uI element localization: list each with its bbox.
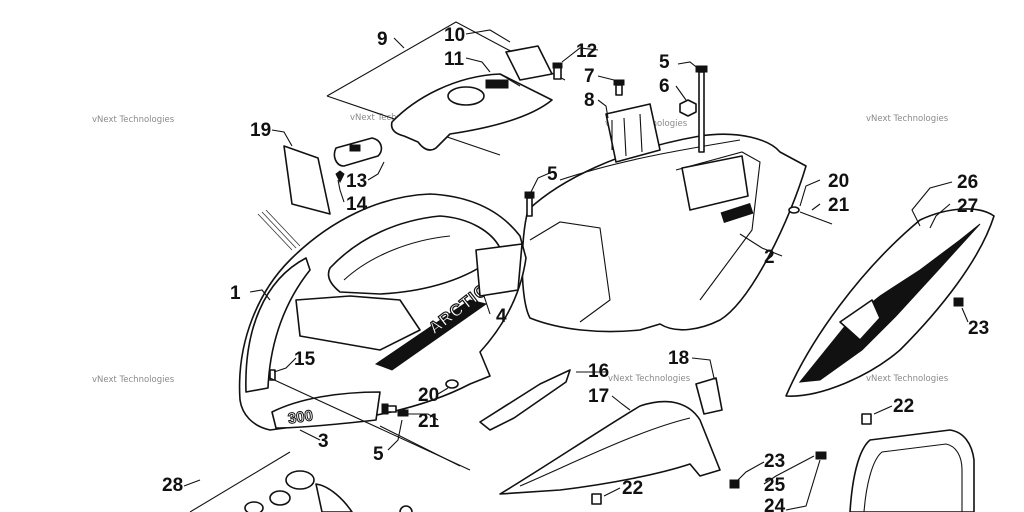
callout-2: 2 [764,247,775,268]
part-20-21-right [788,206,833,225]
part-4-side-panel [475,243,523,297]
callout-20-lower: 20 [418,385,439,406]
callout-25: 25 [764,475,786,496]
callout-27: 27 [957,196,978,217]
callout-21-right: 21 [828,195,850,216]
part-15-screw [269,369,276,381]
part-2-center-body [521,133,807,333]
callout-21-lower: 21 [418,411,440,432]
part-13-bracket [333,137,383,167]
callout-1: 1 [230,283,241,304]
leader-lines [183,29,969,511]
callout-12: 12 [576,41,597,62]
part-3-grouping-lines [269,377,471,471]
model-badge-text: 300 [287,407,314,427]
watermark-text: vNext Technologies [866,374,949,384]
callout-18: 18 [668,348,689,369]
callout-19: 19 [250,120,271,141]
part-6-nut [679,99,697,117]
callout-11: 11 [444,49,465,70]
part-10-decal [505,45,553,81]
part-19-shadow [257,209,301,251]
callout-24: 24 [764,496,786,512]
callout-26: 26 [957,172,978,193]
part-24-lower-panel [849,429,975,512]
part-5-bolt [695,65,708,153]
part-26-side-panel [785,208,995,397]
callout-15: 15 [294,349,316,370]
callout-13: 13 [346,171,367,192]
part-14-screw [335,170,345,184]
part-16-stripe [479,369,571,431]
callout-14: 14 [346,194,368,215]
callout-labels: 1 2 3 4 5 5 5 6 7 8 9 10 11 12 13 14 15 … [162,25,989,512]
callout-23-right: 23 [968,318,989,339]
watermark-text: vNext Technologies [866,114,949,124]
callout-23-lower: 23 [764,451,785,472]
part-5-screw [524,191,535,217]
part-11-tank-cover [390,73,553,151]
part-28-group [189,451,413,512]
part-17-rear-panel [499,400,721,495]
callout-7: 7 [584,66,595,87]
part-20-21-washer-screw [383,379,459,417]
callout-9: 9 [377,29,388,50]
callout-28: 28 [162,475,183,496]
callout-8: 8 [584,90,595,111]
callout-5-middle: 5 [547,164,558,185]
callout-20-right: 20 [828,171,849,192]
part-1-front-fender: ARCTICCAT 300 [238,193,527,431]
part-8-mount-plate [605,103,661,163]
part-22-clip [591,493,602,505]
callout-22-right: 22 [893,396,914,417]
part-5-lower-screw [381,403,389,415]
part-19-decal [283,145,331,215]
part-7-screw [613,79,625,96]
callout-17: 17 [588,386,609,407]
part-23-screw [729,479,740,489]
callout-6: 6 [659,76,670,97]
callout-5-upper: 5 [659,52,670,73]
watermark-text: vNext Technologies [608,374,691,384]
part-25-screw [815,451,827,460]
watermark-text: vNext Technologies [92,375,175,385]
callout-16: 16 [588,361,609,382]
watermark-text: vNext Technologies [92,115,175,125]
callout-3: 3 [318,431,329,452]
part-12-screw [552,62,563,80]
callout-22-lower: 22 [622,478,643,499]
part-22-clip [861,413,872,425]
part-23-screw [953,297,964,307]
callout-4: 4 [496,306,507,327]
part-18-decal [695,377,723,415]
callout-10: 10 [444,25,465,46]
callout-5-lower: 5 [373,444,384,465]
